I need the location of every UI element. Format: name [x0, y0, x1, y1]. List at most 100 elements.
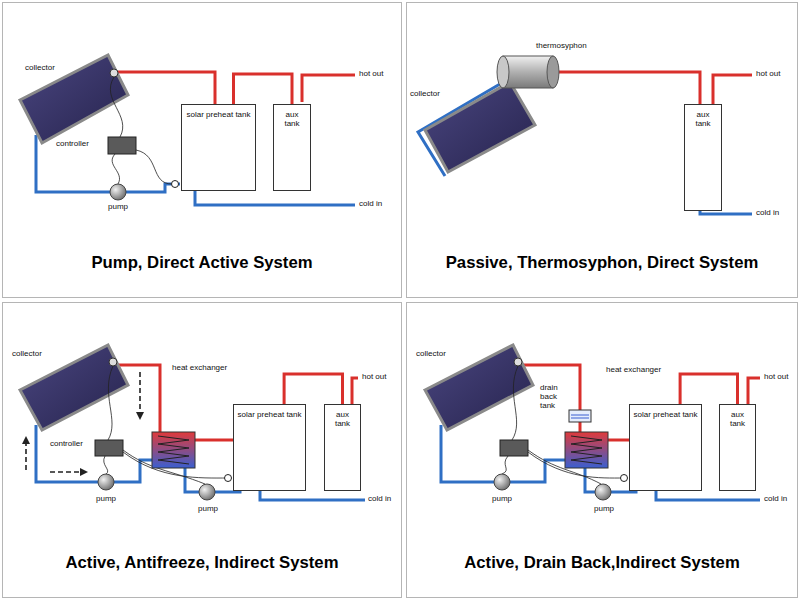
hot-out-pipe	[748, 378, 760, 404]
controller-box	[95, 440, 123, 456]
tank-label: solar preheat tank	[182, 105, 255, 120]
pump-symbol	[110, 184, 126, 200]
system-panel: Passive, Thermosyphon, Direct System aux …	[406, 2, 798, 298]
system-panel: Pump, Direct Active System solar preheat …	[2, 2, 402, 298]
pump-symbol	[98, 474, 114, 490]
part-label: pump	[492, 495, 512, 504]
part-label: heat exchanger	[172, 364, 227, 373]
part-label: hot out	[359, 70, 383, 79]
tank-label: aux tank	[325, 405, 360, 429]
part-label: collector	[25, 64, 55, 73]
pump-symbol	[595, 484, 611, 500]
flow-arrow	[25, 438, 27, 470]
part-label: pump	[594, 505, 614, 514]
storage-tank: solar preheat tank	[233, 404, 306, 491]
part-label: pump	[198, 505, 218, 514]
solar-collector	[425, 82, 535, 172]
hot-pipe	[559, 72, 700, 104]
panel-title: Pump, Direct Active System	[3, 253, 401, 273]
flow-arrow	[139, 372, 141, 418]
part-label: hot out	[764, 373, 788, 382]
part-label: cold in	[359, 200, 382, 209]
water-line	[571, 418, 589, 419]
hot-out-pipe	[302, 75, 355, 102]
storage-tank: aux tank	[719, 404, 756, 491]
drain-back-tank	[569, 410, 591, 422]
panel-four-art	[425, 345, 760, 500]
hot-pipe-connector	[234, 74, 293, 104]
part-label: collector	[416, 350, 446, 359]
system-panel: Active, Antifreeze, Indirect System solar…	[2, 302, 402, 598]
panel-two-art	[418, 56, 752, 214]
hot-pipe-connector	[680, 374, 737, 404]
thermosyphon-end	[497, 56, 509, 88]
storage-tank: solar preheat tank	[181, 104, 256, 191]
wire	[136, 150, 172, 184]
panel-title: Active, Drain Back,Indirect System	[407, 553, 797, 573]
solar-collector	[20, 55, 128, 143]
part-label: cold in	[764, 495, 787, 504]
flow-arrow	[50, 471, 86, 473]
exchanger-coil	[571, 436, 602, 464]
pump-symbol	[199, 484, 215, 500]
cold-pipe	[36, 135, 110, 192]
part-label: collector	[410, 90, 440, 99]
hot-pipe	[608, 439, 629, 442]
thermosyphon-end	[547, 56, 559, 88]
hot-pipe	[195, 439, 233, 442]
controller-box	[500, 440, 528, 456]
part-label: hot out	[362, 373, 386, 382]
sensor	[172, 181, 179, 188]
cold-pipe	[185, 468, 199, 492]
tank-label: solar preheat tank	[630, 405, 701, 420]
storage-tank: aux tank	[324, 404, 361, 491]
panel-title: Passive, Thermosyphon, Direct System	[407, 253, 797, 273]
wire	[512, 366, 518, 440]
part-label: pump	[96, 495, 116, 504]
panel-three-art	[20, 345, 365, 500]
cold-pipe	[441, 425, 494, 482]
panel-one-art	[20, 55, 355, 205]
storage-tank: aux tank	[273, 104, 311, 191]
wire	[112, 154, 119, 184]
sensor	[225, 475, 232, 482]
water-line	[571, 415, 589, 416]
sensor	[110, 69, 118, 77]
hot-pipe	[523, 365, 580, 410]
cold-pipe	[36, 425, 98, 482]
storage-tank: aux tank	[684, 104, 722, 211]
storage-tank: solar preheat tank	[629, 404, 702, 491]
tank-label: aux tank	[274, 105, 310, 129]
hot-pipe	[118, 72, 215, 104]
tank-label: aux tank	[720, 405, 755, 429]
part-label: collector	[12, 350, 42, 359]
cold-in-pipe	[195, 190, 355, 205]
wire	[110, 77, 122, 137]
part-label: pump	[108, 203, 128, 212]
hot-out-pipe	[352, 378, 358, 404]
part-label: hot out	[756, 70, 780, 79]
hot-pipe	[579, 422, 582, 432]
part-label: drain back tank	[540, 384, 574, 410]
controller-box	[108, 137, 136, 154]
pump-symbol	[494, 474, 510, 490]
thermosyphon-tank	[503, 56, 553, 88]
part-label: cold in	[368, 495, 391, 504]
sensor	[109, 358, 117, 366]
sensor	[621, 475, 628, 482]
part-label: heat exchanger	[606, 366, 661, 375]
system-panel: Active, Drain Back,Indirect System solar …	[406, 302, 798, 598]
heat-exchanger-box	[565, 432, 608, 468]
tank-label: aux tank	[685, 105, 721, 129]
part-label: thermosyphon	[536, 42, 587, 51]
panel-title: Active, Antifreeze, Indirect System	[3, 553, 401, 573]
hot-pipe-connector	[284, 374, 342, 404]
cold-pipe	[510, 460, 565, 482]
part-label: controller	[56, 140, 89, 149]
sensor	[514, 358, 522, 366]
wire	[104, 456, 108, 474]
